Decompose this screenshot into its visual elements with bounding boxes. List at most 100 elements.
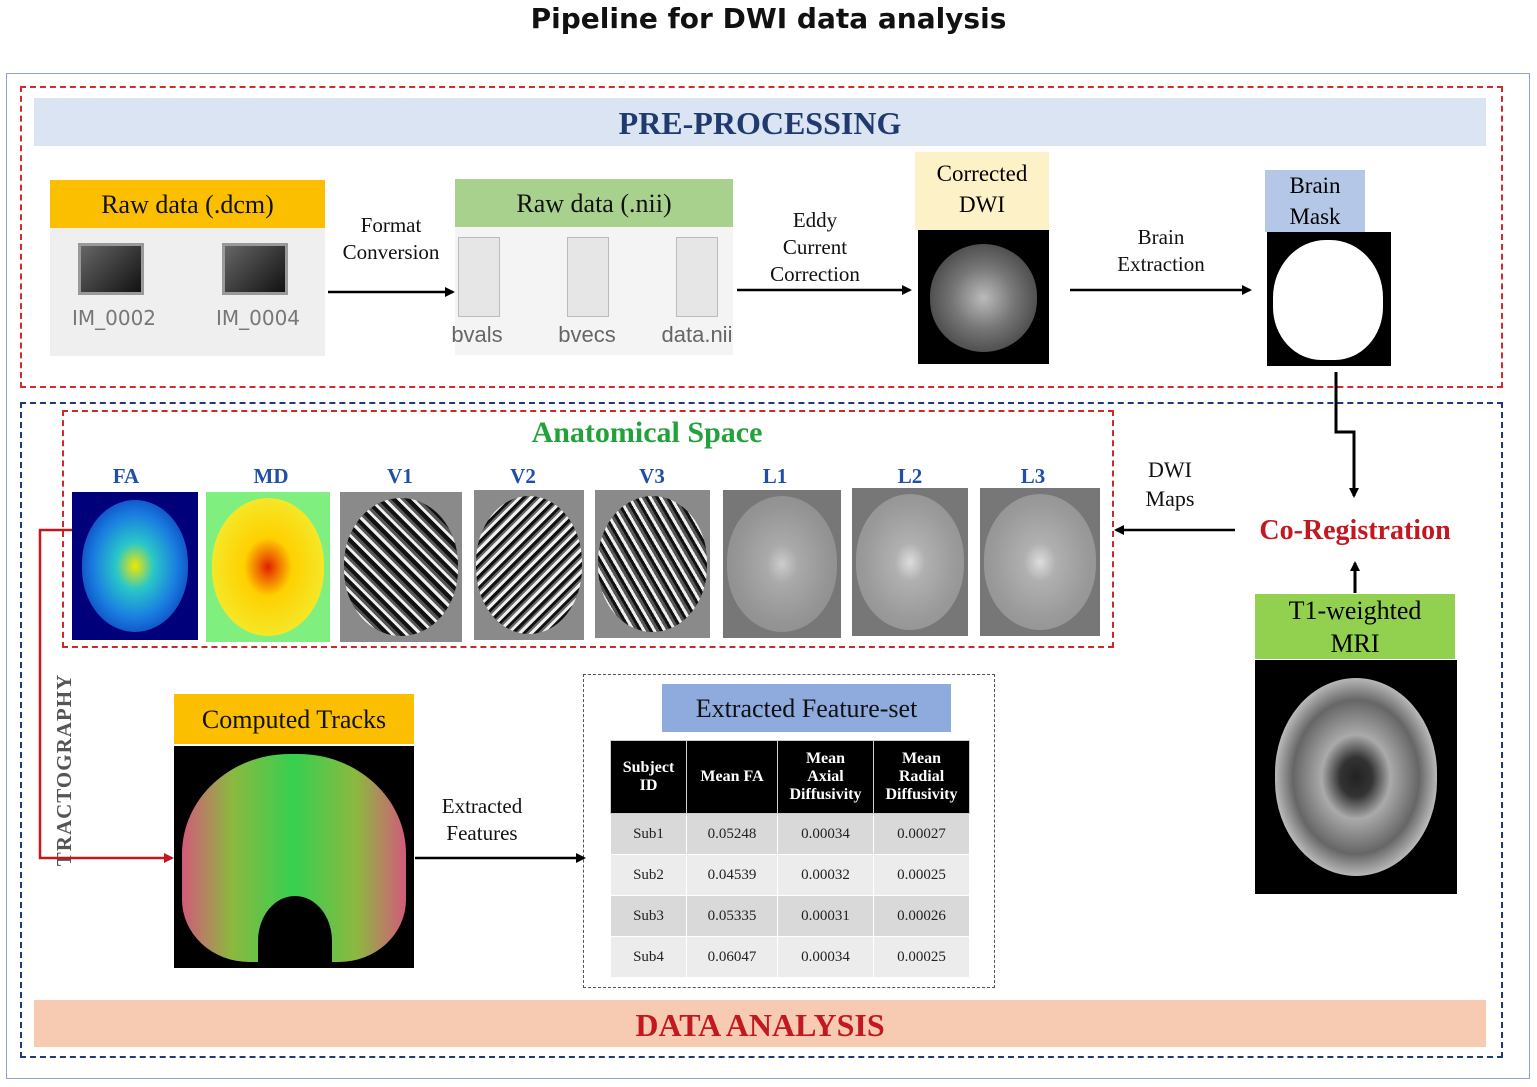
t1-image bbox=[1255, 660, 1457, 894]
dwi-maps-label: DWI Maps bbox=[1122, 455, 1218, 513]
brain-scan-icon bbox=[344, 498, 458, 636]
brain-scan-icon bbox=[212, 498, 324, 636]
label-line: Eddy bbox=[792, 208, 838, 232]
label-line: Format bbox=[360, 213, 422, 237]
table-row: Sub2 0.04539 0.00032 0.00025 bbox=[610, 854, 970, 896]
column-header: Mean Axial Diffusivity bbox=[777, 740, 874, 814]
label-line: Correction bbox=[770, 262, 860, 286]
fa-map-image bbox=[72, 492, 198, 640]
label-line: Extraction bbox=[1117, 252, 1205, 276]
label-line: Extracted bbox=[441, 794, 523, 818]
map-label-l1: L1 bbox=[762, 464, 788, 488]
header-line: Diffusivity bbox=[885, 786, 958, 803]
tracks-gap bbox=[258, 896, 332, 968]
table-cell: 0.00025 bbox=[873, 936, 970, 978]
file-label: bvecs bbox=[558, 322, 616, 347]
brain-scan-icon bbox=[856, 494, 964, 630]
format-conversion-label: Format Conversion bbox=[333, 212, 449, 266]
feature-set-header: Extracted Feature-set bbox=[662, 684, 951, 732]
diagram-title: Pipeline for DWI data analysis bbox=[530, 2, 1007, 35]
v1-map-image bbox=[340, 492, 462, 642]
map-label-v3: V3 bbox=[639, 464, 665, 488]
map-label-fa: FA bbox=[112, 464, 140, 488]
brain-scan-icon bbox=[82, 500, 188, 632]
document-icon bbox=[676, 237, 718, 317]
computed-tracks-image bbox=[174, 746, 414, 968]
brain-scan-icon bbox=[930, 244, 1037, 352]
map-label-l3: L3 bbox=[1020, 464, 1046, 488]
arrow-mask-to-coregistration bbox=[1334, 372, 1359, 498]
monitor-icon bbox=[222, 243, 288, 295]
label-line: Current bbox=[782, 235, 848, 259]
raw-dcm-header: Raw data (.dcm) bbox=[50, 180, 325, 228]
brain-scan-icon bbox=[1275, 678, 1437, 876]
l1-map-image bbox=[723, 490, 841, 638]
table-header-row: Subject ID Mean FA Mean Axial Diffusivit… bbox=[610, 740, 970, 814]
brain-mask-header: Brain Mask bbox=[1265, 170, 1365, 232]
eddy-correction-label: Eddy Current Correction bbox=[752, 207, 878, 288]
header-line: Radial bbox=[898, 768, 945, 785]
label-line: DWI bbox=[959, 192, 1005, 217]
t1-header: T1-weighted MRI bbox=[1255, 594, 1455, 659]
table-cell: Sub4 bbox=[610, 936, 687, 978]
brain-scan-icon bbox=[984, 494, 1096, 630]
document-icon bbox=[458, 237, 500, 317]
label-line: Brain bbox=[1289, 173, 1341, 198]
file-label: IM_0002 bbox=[71, 306, 157, 330]
corrected-dwi-header: Corrected DWI bbox=[915, 152, 1049, 230]
table-cell: 0.04539 bbox=[686, 854, 778, 896]
brain-extraction-label: Brain Extraction bbox=[1100, 224, 1222, 278]
table-cell: 0.00034 bbox=[777, 813, 874, 855]
label-line: Brain bbox=[1137, 225, 1185, 249]
md-map-image bbox=[206, 492, 330, 642]
brain-mask-image bbox=[1267, 232, 1391, 366]
data-analysis-band: DATA ANALYSIS bbox=[34, 1000, 1486, 1047]
l2-map-image bbox=[852, 488, 968, 636]
brain-scan-icon bbox=[476, 496, 582, 634]
table-cell: 0.00026 bbox=[873, 895, 970, 937]
file-label: bvals bbox=[451, 322, 503, 347]
feature-table-wrap: Subject ID Mean FA Mean Axial Diffusivit… bbox=[610, 740, 970, 978]
table-row: Sub4 0.06047 0.00034 0.00025 bbox=[610, 936, 970, 978]
file-label: data.nii bbox=[661, 322, 733, 347]
header-line: Mean bbox=[901, 750, 942, 767]
map-label-v1: V1 bbox=[387, 464, 413, 488]
mask-shape bbox=[1273, 240, 1383, 360]
analysis-region bbox=[20, 402, 1503, 1058]
table-row: Sub1 0.05248 0.00034 0.00027 bbox=[610, 813, 970, 855]
preprocessing-band: PRE-PROCESSING bbox=[34, 98, 1486, 146]
file-label: IM_0004 bbox=[215, 306, 301, 330]
feature-set-region bbox=[583, 674, 995, 988]
outer-frame bbox=[6, 73, 1530, 1079]
map-label-v2: V2 bbox=[510, 464, 536, 488]
header-line: Mean FA bbox=[700, 768, 764, 785]
label-line: Maps bbox=[1145, 486, 1195, 511]
table-cell: 0.05335 bbox=[686, 895, 778, 937]
table-cell: Sub3 bbox=[610, 895, 687, 937]
header-line: Mean bbox=[805, 750, 846, 767]
table-row: Sub3 0.05335 0.00031 0.00026 bbox=[610, 895, 970, 937]
brain-scan-icon bbox=[727, 496, 837, 632]
anatomical-space-title: Anatomical Space bbox=[531, 416, 763, 449]
column-header: Mean FA bbox=[686, 740, 778, 814]
document-icon bbox=[567, 237, 609, 317]
label-line: Conversion bbox=[342, 240, 440, 264]
arrow-tractography bbox=[38, 528, 174, 863]
computed-tracks-header: Computed Tracks bbox=[174, 694, 414, 744]
label-line: MRI bbox=[1330, 629, 1380, 658]
header-line: ID bbox=[639, 777, 658, 794]
label-line: Features bbox=[446, 821, 518, 845]
extracted-features-label: Extracted Features bbox=[424, 793, 540, 847]
header-line: Subject bbox=[622, 759, 675, 776]
label-line: Corrected bbox=[936, 161, 1028, 186]
label-line: DWI bbox=[1148, 457, 1192, 482]
label-line: Mask bbox=[1289, 204, 1341, 229]
table-cell: 0.00025 bbox=[873, 854, 970, 896]
feature-table: Subject ID Mean FA Mean Axial Diffusivit… bbox=[610, 740, 970, 978]
table-cell: 0.05248 bbox=[686, 813, 778, 855]
corrected-dwi-image bbox=[918, 230, 1049, 364]
raw-nii-header: Raw data (.nii) bbox=[455, 179, 733, 227]
brain-scan-icon bbox=[598, 496, 707, 632]
column-header: Mean Radial Diffusivity bbox=[873, 740, 970, 814]
